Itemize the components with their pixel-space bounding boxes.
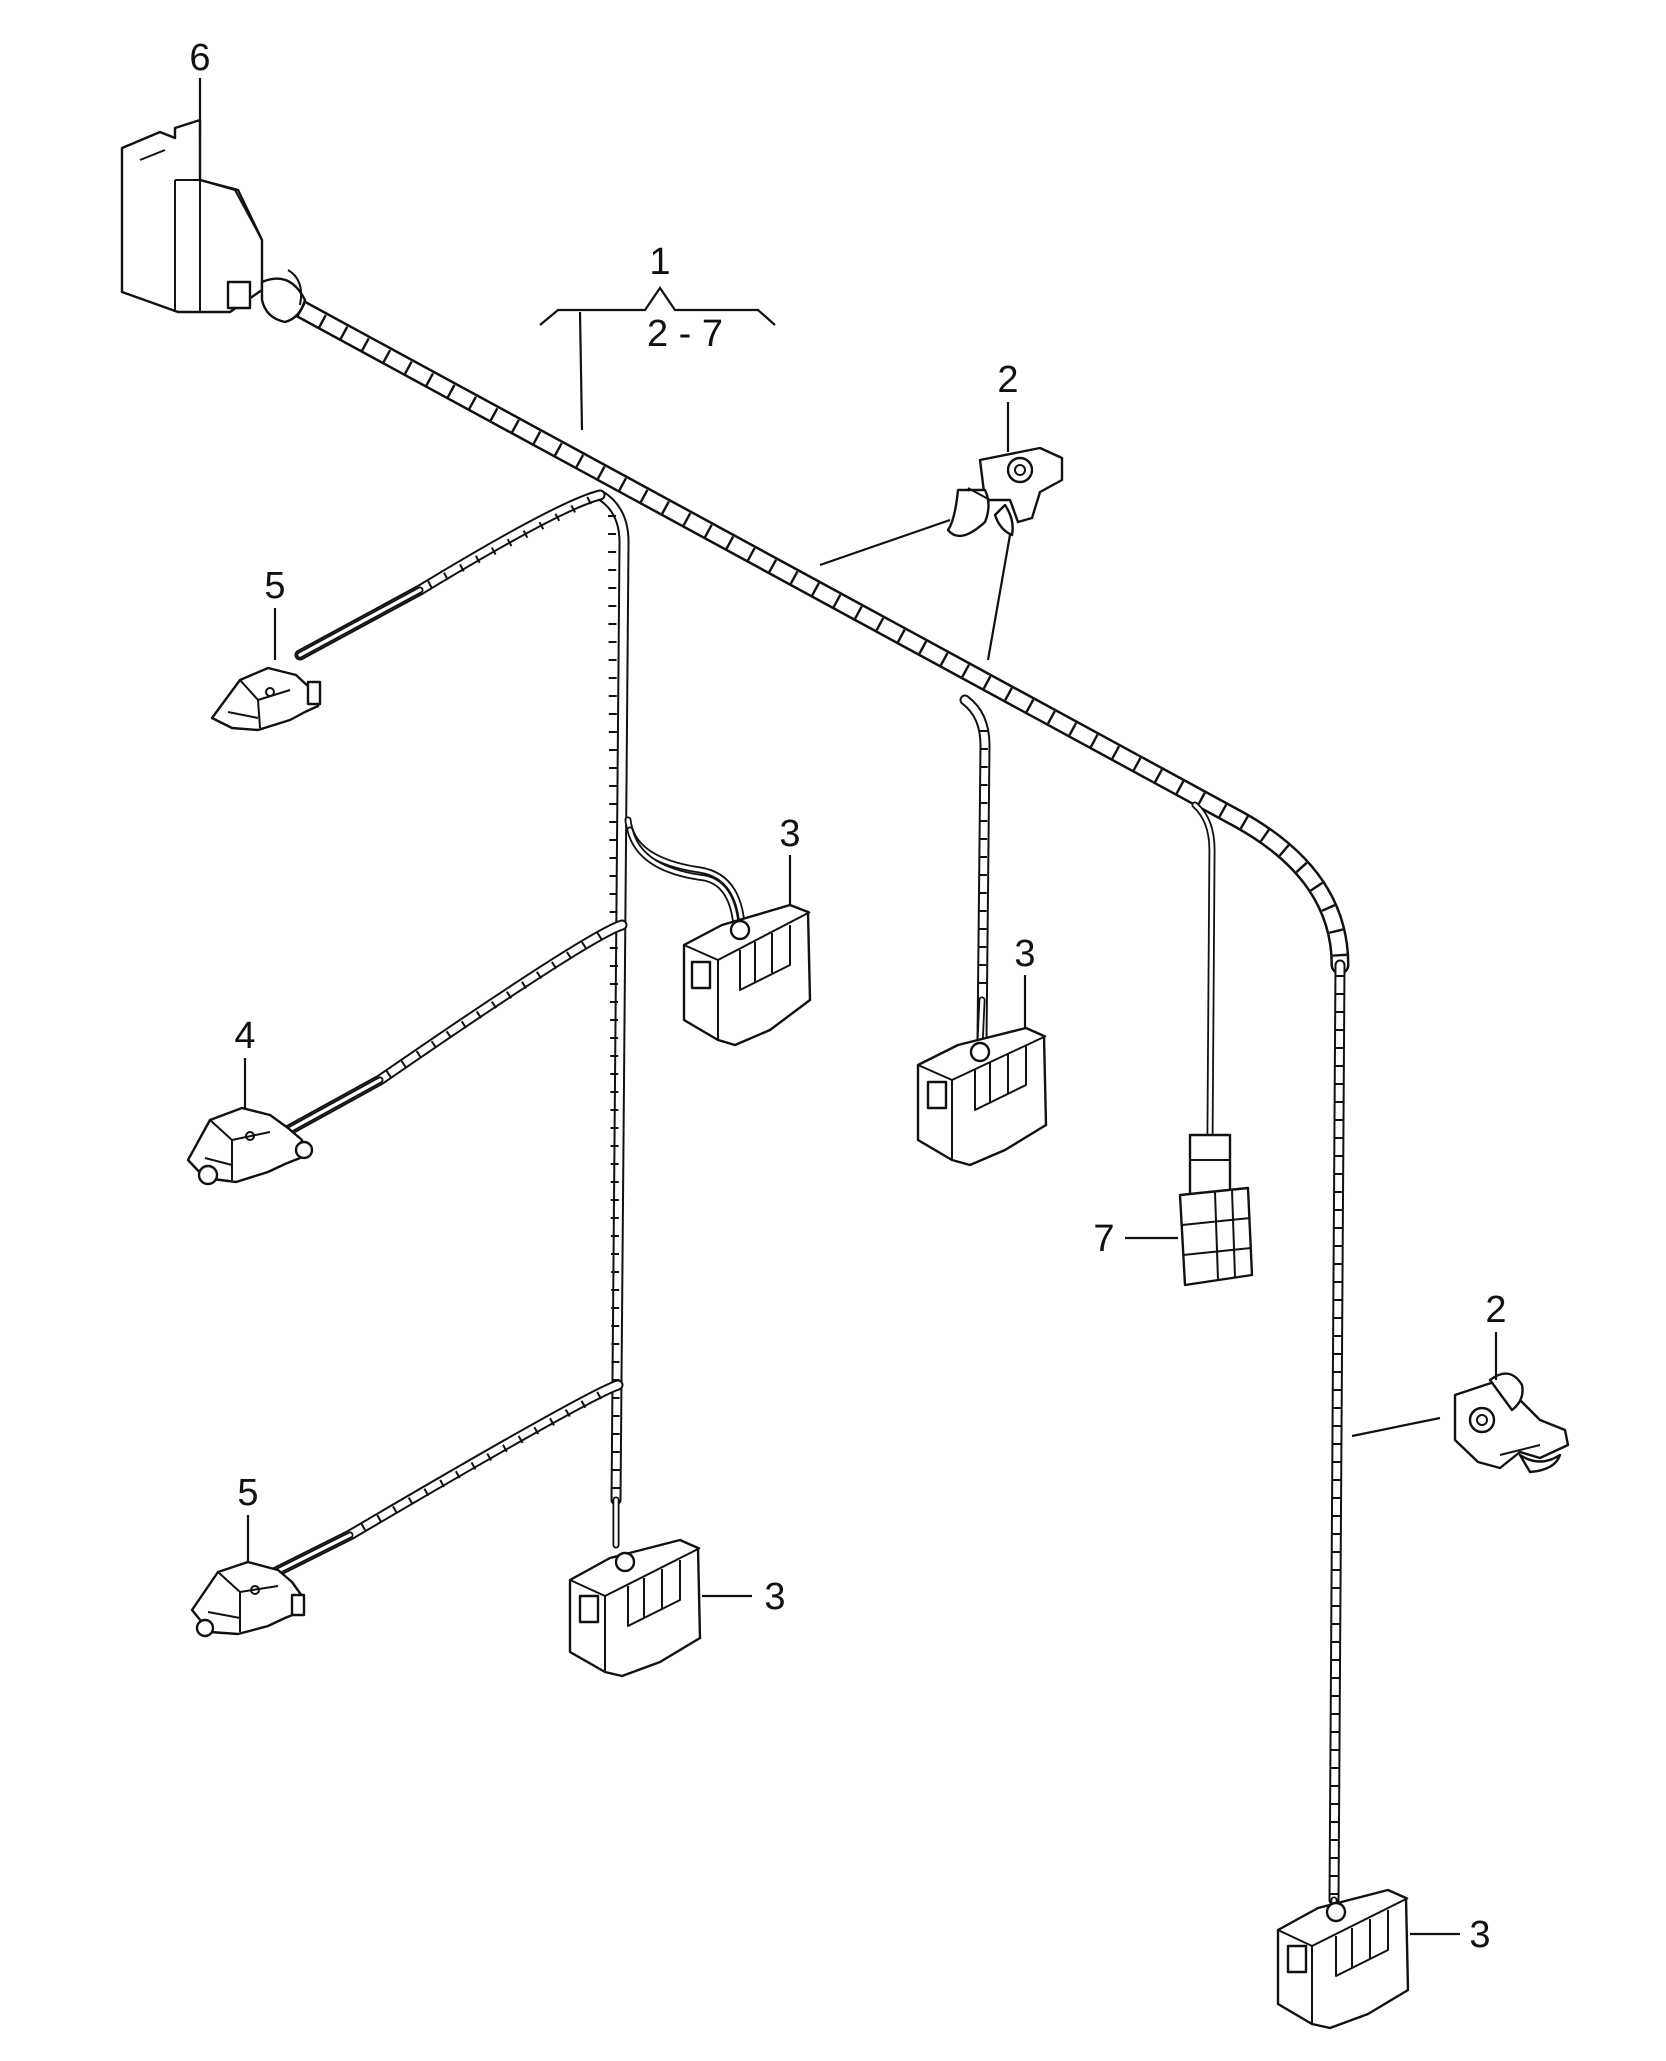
sensor-connector-3-b (916, 1026, 1048, 1167)
callouts: 1 2 - 7 6 2 5 3 3 4 7 2 5 3 3 (189, 37, 1506, 1956)
callout-5-top: 5 (264, 565, 285, 607)
sensor-connector-3-a (682, 903, 812, 1047)
callout-6: 6 (189, 37, 210, 79)
callout-5-bottom: 5 (237, 1472, 258, 1514)
sensor-connector-3-c (568, 1538, 702, 1678)
connector-5-top (210, 666, 322, 732)
connector-5-bottom (190, 1560, 306, 1638)
leader-lines (198, 78, 1498, 1936)
harness (254, 292, 1350, 1939)
callout-3-d: 3 (1469, 1914, 1490, 1956)
callout-3-c: 3 (764, 1576, 785, 1618)
connector-7 (1178, 1133, 1254, 1287)
group-range-label: 2 - 7 (647, 313, 723, 355)
main-harness-trunk (278, 292, 1350, 975)
callout-3-b: 3 (1014, 933, 1035, 975)
callout-2-top: 2 (997, 359, 1018, 401)
holder-clip-2-right (1453, 1372, 1570, 1474)
group-label: 1 (649, 241, 670, 283)
control-unit-6 (120, 118, 307, 324)
callout-2-right: 2 (1485, 1289, 1506, 1331)
sensor-connector-3-d (1276, 1888, 1410, 2030)
group-bracket (539, 286, 776, 326)
callout-7: 7 (1093, 1218, 1114, 1260)
holder-clip-2-top (946, 446, 1064, 538)
connector-4 (186, 1106, 314, 1186)
callout-4: 4 (234, 1015, 255, 1057)
callout-3-a: 3 (779, 813, 800, 855)
